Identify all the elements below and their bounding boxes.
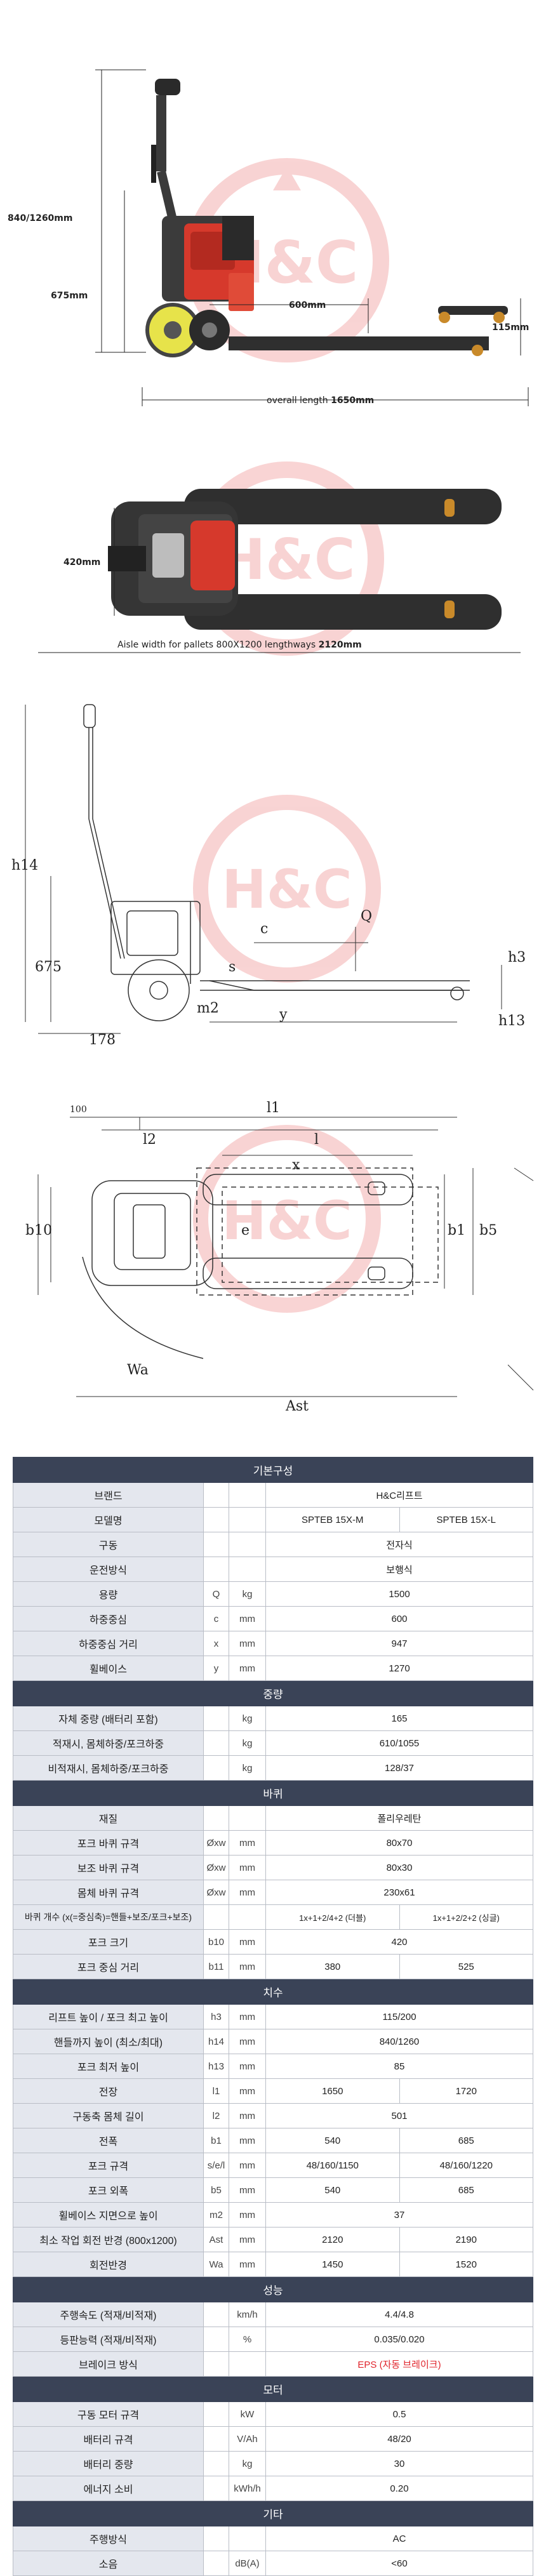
675-label: 675 (35, 959, 62, 975)
dimension-lines (25, 705, 502, 1034)
s-label: s (229, 959, 236, 975)
overall-length-label: overall length 1650mm (267, 395, 374, 406)
svg-text:H&C: H&C (219, 527, 356, 592)
b5-label: b5 (479, 1223, 497, 1238)
side-dimension-drawing: H&C 840/1260mm 675mm (8, 69, 529, 406)
l-label: l (314, 1132, 319, 1148)
section-header-performance: 성능 (13, 2276, 533, 2302)
h3-label: h3 (508, 950, 526, 966)
watermark-logo: H&C (193, 1125, 381, 1313)
e-label: e (241, 1223, 250, 1238)
aisle-width-label: Aisle width for pallets 800X1200 lengthw… (117, 640, 362, 650)
section-header-wheels: 바퀴 (13, 1780, 533, 1806)
technical-side-view: H&C h14 675 (11, 704, 526, 1047)
truck-outline-side (83, 704, 470, 1021)
h14-label: h14 (11, 858, 38, 873)
178-label: 178 (89, 1032, 116, 1047)
table-row: 바퀴 개수 (x(=중심축)=핸들+보조/포크+보조)1x+1+2/4+2 (더… (13, 1904, 533, 1930)
pallet-truck-top-photo (108, 489, 502, 630)
watermark-logo: H&C (193, 795, 381, 983)
handle-height-label: 675mm (51, 291, 88, 301)
svg-text:H&C: H&C (222, 1190, 352, 1252)
section-header-motor: 모터 (13, 2376, 533, 2402)
truck-outline-top (82, 1167, 439, 1359)
h13-label: h13 (498, 1013, 525, 1029)
svg-text:H&C: H&C (222, 858, 352, 920)
section-header-weight: 중량 (13, 1680, 533, 1706)
l2-label: l2 (143, 1132, 156, 1148)
wa-label: Wa (127, 1362, 149, 1378)
c-label: c (260, 921, 268, 937)
section-header-other: 기타 (13, 2500, 533, 2526)
top-dimension-drawing: H&C 420mm Aisle width for pallets 800X12… (38, 461, 521, 656)
section-header-dims: 치수 (13, 1979, 533, 2005)
load-center-label: 600mm (289, 300, 326, 310)
section-header-basic: 기본구성 (13, 1457, 533, 1483)
watermark-logo: H&C (190, 461, 384, 656)
dimension-lines (37, 1117, 534, 1397)
x-label: x (292, 1157, 300, 1173)
table-row: 등판능력 (적재/비적재)%0.035/0.020 (13, 2327, 533, 2352)
m2-label: m2 (197, 1000, 219, 1016)
l1-label: l1 (267, 1100, 280, 1116)
width-label: 420mm (63, 557, 100, 568)
pallet-truck-side-photo (145, 79, 508, 357)
fork-height-label: 115mm (492, 322, 529, 333)
technical-top-view: H&C 100 l2 (25, 1100, 534, 1414)
q-label: Q (361, 908, 372, 924)
height-label: 840/1260mm (8, 213, 72, 223)
b1-label: b1 (448, 1223, 465, 1238)
y-label: y (279, 1007, 288, 1023)
ast-label: Ast (285, 1398, 309, 1414)
100-label: 100 (70, 1105, 87, 1115)
b10-label: b10 (25, 1223, 52, 1238)
